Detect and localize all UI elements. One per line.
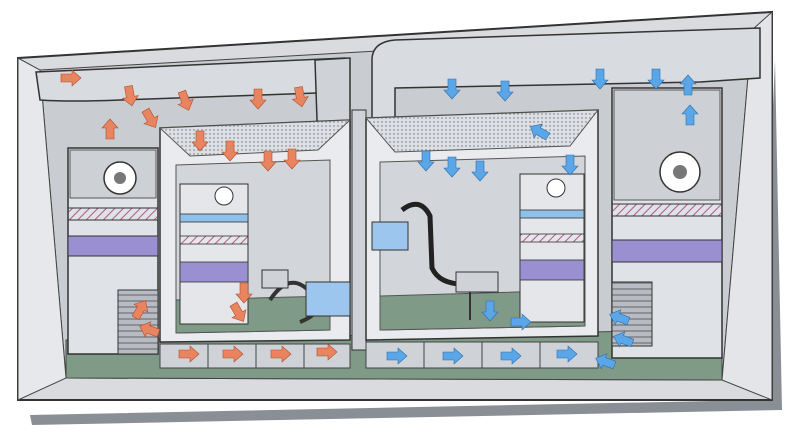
robot-arm-left — [261, 269, 351, 324]
fan-icon — [214, 186, 234, 206]
cool-air-arrow-icon — [510, 313, 532, 331]
cool-air-arrow-icon — [591, 68, 609, 90]
warm-air-arrow-icon — [60, 69, 82, 87]
warm-air-arrow-icon — [249, 88, 267, 110]
cool-air-arrow-icon — [613, 331, 635, 348]
rack-left — [179, 183, 249, 325]
warm-air-arrow-icon — [229, 301, 247, 322]
cool-air-arrow-icon — [561, 154, 579, 176]
cool-air-arrow-icon — [443, 78, 461, 100]
cool-air-arrow-icon — [681, 104, 699, 126]
warm-air-arrow-icon — [283, 148, 301, 170]
cool-air-arrow-icon — [500, 347, 522, 365]
cool-air-arrow-icon — [443, 156, 461, 178]
robot-arm-right — [371, 201, 499, 320]
warm-air-arrow-icon — [291, 86, 309, 108]
cool-air-arrow-icon — [609, 309, 631, 326]
center-wall — [351, 109, 367, 351]
cool-air-arrow-icon — [530, 123, 551, 141]
cool-air-arrow-icon — [595, 353, 617, 370]
supply-duct-right — [371, 27, 761, 151]
cool-air-arrow-icon — [481, 300, 499, 322]
cool-air-arrow-icon — [442, 347, 464, 365]
warm-air-arrow-icon — [316, 343, 338, 361]
cool-air-arrow-icon — [647, 68, 665, 90]
cool-air-arrow-icon — [417, 150, 435, 172]
warm-air-arrow-icon — [121, 85, 139, 107]
warm-air-arrow-icon — [221, 140, 239, 162]
cool-air-arrow-icon — [556, 345, 578, 363]
cool-air-arrow-icon — [386, 347, 408, 365]
warm-air-arrow-icon — [235, 282, 253, 304]
warm-air-arrow-icon — [139, 321, 161, 338]
rack-right — [519, 173, 585, 323]
warm-air-arrow-icon — [270, 345, 292, 363]
airflow-arrows — [60, 68, 699, 370]
warm-air-arrow-icon — [259, 150, 277, 172]
air-handler-left — [67, 147, 159, 355]
warm-air-arrow-icon — [222, 345, 244, 363]
fan-icon — [546, 178, 566, 198]
warm-air-arrow-icon — [178, 345, 200, 363]
warm-air-arrow-icon — [131, 300, 149, 321]
cool-air-arrow-icon — [471, 160, 489, 182]
filter-icon — [611, 203, 723, 217]
warm-air-arrow-icon — [101, 118, 119, 140]
warm-air-arrow-icon — [191, 130, 209, 152]
cool-air-arrow-icon — [679, 74, 697, 96]
warm-air-arrow-icon — [141, 107, 159, 128]
cool-air-arrow-icon — [496, 80, 514, 102]
warm-air-arrow-icon — [177, 89, 194, 111]
filter-icon — [67, 207, 159, 221]
